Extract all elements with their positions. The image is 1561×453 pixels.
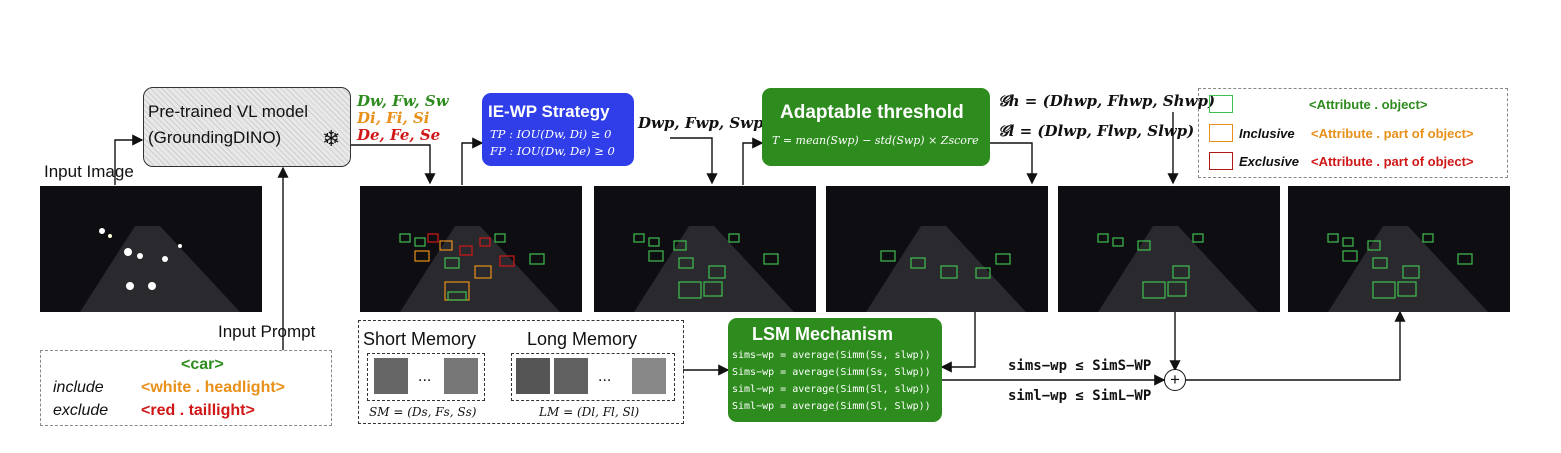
short-memory-crop-2 (444, 358, 478, 394)
legend-swatch-orange (1209, 124, 1233, 142)
legend-object-label: <Attribute . object> (1309, 97, 1428, 112)
legend-swatch-red (1209, 152, 1233, 170)
adaptable-threshold-box: Adaptable threshold T = mean(Swp) − std(… (762, 88, 990, 166)
night-road-image (40, 186, 262, 312)
long-memory-formula: LM = (Dl, Fl, Sl) (539, 405, 640, 419)
prompt-object: <car> (181, 356, 224, 373)
iewp-strategy-box: IE-WP Strategy TP : IOU(Dw, Di) ≥ 0 FP :… (482, 93, 634, 166)
group-low: 𝒢l = (Dlwp, Flwp, Slwp) (998, 122, 1195, 140)
wp-output: Dwp, Fwp, Swp (638, 114, 764, 132)
lsm-formula-2: Sims−wp = average(Simm(Ss, Slwp)) (732, 367, 931, 378)
prompt-include-key: include (53, 379, 104, 396)
short-memory-crop-1 (374, 358, 408, 394)
short-memory-formula: SM = (Ds, Fs, Ss) (369, 405, 477, 419)
iewp-title: IE-WP Strategy (488, 102, 610, 121)
lsm-formula-1: sims−wp = average(Simm(Ss, slwp)) (732, 350, 931, 361)
prompt-exclude-key: exclude (53, 402, 109, 419)
vl-model-subtitle: (GroundingDINO) (148, 128, 282, 147)
threshold-formula: T = mean(Swp) − std(Swp) × Zscore (772, 134, 979, 147)
prompt-exclude-value: <red . taillight> (141, 402, 255, 419)
long-memory-title: Long Memory (527, 329, 638, 349)
legend-box: <Attribute . object> Inclusive <Attribut… (1198, 88, 1508, 178)
legend-inclusive-key: Inclusive (1239, 126, 1295, 141)
threshold-title: Adaptable threshold (780, 102, 964, 123)
output-exclusive: De, Fe, Se (357, 126, 441, 144)
frame-final-output (1288, 186, 1510, 312)
legend-exclusive-value: <Attribute . part of object> (1311, 154, 1474, 169)
long-memory-crop-2 (554, 358, 588, 394)
lsm-formula-3: siml−wp = average(Simm(Sl, slwp)) (732, 384, 931, 395)
condition-short: sims−wp ≤ SimS−WP (1008, 358, 1152, 374)
condition-long: siml−wp ≤ SimL−WP (1008, 388, 1152, 404)
long-memory-crop-3 (632, 358, 666, 394)
lsm-formula-4: Siml−wp = average(Simm(Sl, Slwp)) (732, 401, 931, 412)
legend-exclusive-key: Exclusive (1239, 154, 1299, 169)
short-memory-ellipsis: ... (418, 368, 432, 385)
plus-icon: + (1164, 369, 1186, 391)
short-memory-crops: ... (367, 353, 485, 401)
long-memory-ellipsis: ... (598, 368, 612, 385)
input-frame (40, 186, 262, 312)
frame-weak-positives (594, 186, 816, 312)
vl-model-box: Pre-trained VL model (GroundingDINO) ❄ (143, 87, 351, 167)
output-inclusive: Di, Fi, Si (357, 109, 430, 127)
lsm-title: LSM Mechanism (752, 324, 894, 344)
long-memory-crop-1 (516, 358, 550, 394)
prompt-box: <car> include <white . headlight> exclud… (40, 350, 332, 426)
input-image-label: Input Image (44, 162, 134, 181)
legend-inclusive-value: <Attribute . part of object> (1311, 126, 1474, 141)
output-weak: Dw, Fw, Sw (357, 92, 449, 110)
iewp-tp-rule: TP : IOU(Dw, Di) ≥ 0 (490, 127, 612, 141)
memory-box: Short Memory Long Memory ... ... SM = (D… (358, 320, 684, 424)
frame-all-detections (360, 186, 582, 312)
prompt-include-value: <white . headlight> (141, 379, 286, 396)
vl-model-title: Pre-trained VL model (148, 102, 309, 121)
frame-high-confidence (1058, 186, 1280, 312)
legend-swatch-green (1209, 95, 1233, 113)
input-prompt-label: Input Prompt (218, 322, 316, 341)
snowflake-icon: ❄ (322, 126, 341, 151)
group-high: 𝒢h = (Dhwp, Fhwp, Shwp) (998, 92, 1216, 110)
long-memory-crops: ... (511, 353, 675, 401)
iewp-fp-rule: FP : IOU(Dw, De) ≥ 0 (490, 144, 615, 158)
frame-low-confidence (826, 186, 1048, 312)
short-memory-title: Short Memory (363, 329, 477, 349)
lsm-mechanism-box: LSM Mechanism sims−wp = average(Simm(Ss,… (728, 318, 942, 422)
